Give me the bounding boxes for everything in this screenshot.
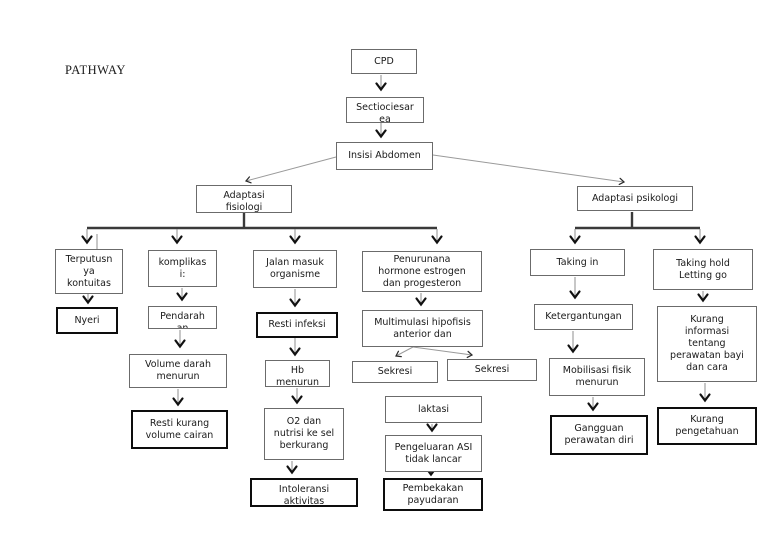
node-gangguan-perawatan-diri: Gangguan perawatan diri: [550, 415, 648, 455]
node-ketergantungan: Ketergantungan: [534, 304, 633, 330]
node-sectiocaesarea: Sectiociesar ea: [346, 97, 424, 123]
node-volume-darah-menurun: Volume darah menurun: [129, 354, 227, 388]
node-cpd: CPD: [351, 49, 417, 74]
node-pengeluaran-asi: Pengeluaran ASI tidak lancar: [385, 435, 482, 472]
node-taking-hold: Taking hold Letting go: [653, 249, 753, 290]
node-taking-in: Taking in: [530, 249, 625, 276]
node-sekresi-2: Sekresi: [447, 359, 537, 381]
node-kurang-informasi: Kurang informasi tentang perawatan bayi …: [657, 306, 757, 382]
node-komplikasi: komplikas i:: [148, 250, 217, 287]
node-adaptasi-fisiologi: Adaptasi fisiologi: [196, 185, 292, 213]
node-kurang-pengetahuan: Kurang pengetahuan: [657, 407, 757, 445]
page-title: PATHWAY: [65, 63, 126, 77]
node-hb-menurun: Hb menurun: [265, 360, 330, 387]
node-resti-infeksi: Resti infeksi: [256, 312, 338, 338]
node-resti-kurang-volume-cairan: Resti kurang volume cairan: [131, 410, 228, 449]
node-multimulasi-hipofisis: Multimulasi hipofisis anterior dan: [362, 310, 483, 347]
node-o2-nutrisi: O2 dan nutrisi ke sel berkurang: [264, 408, 344, 460]
node-pembekakan-payudaran: Pembekakan payudaran: [383, 478, 483, 511]
node-sekresi-1: Sekresi: [352, 361, 438, 383]
node-nyeri: Nyeri: [56, 307, 118, 334]
node-adaptasi-psikologi: Adaptasi psikologi: [577, 186, 693, 211]
node-laktasi: laktasi: [385, 396, 482, 423]
node-terputusnya-kontuitas: Terputusn ya kontuitas: [55, 249, 123, 294]
node-intoleransi-aktivitas: Intoleransi aktivitas: [250, 478, 358, 507]
node-pendarahan: Pendarah an: [148, 306, 217, 329]
node-penurunan-hormon: Penurunana hormone estrogen dan progeste…: [362, 251, 482, 292]
node-mobilisasi-fisik: Mobilisasi fisik menurun: [549, 358, 645, 396]
node-insisi-abdomen: Insisi Abdomen: [336, 142, 433, 170]
node-jalan-masuk-organisme: Jalan masuk organisme: [253, 250, 337, 288]
